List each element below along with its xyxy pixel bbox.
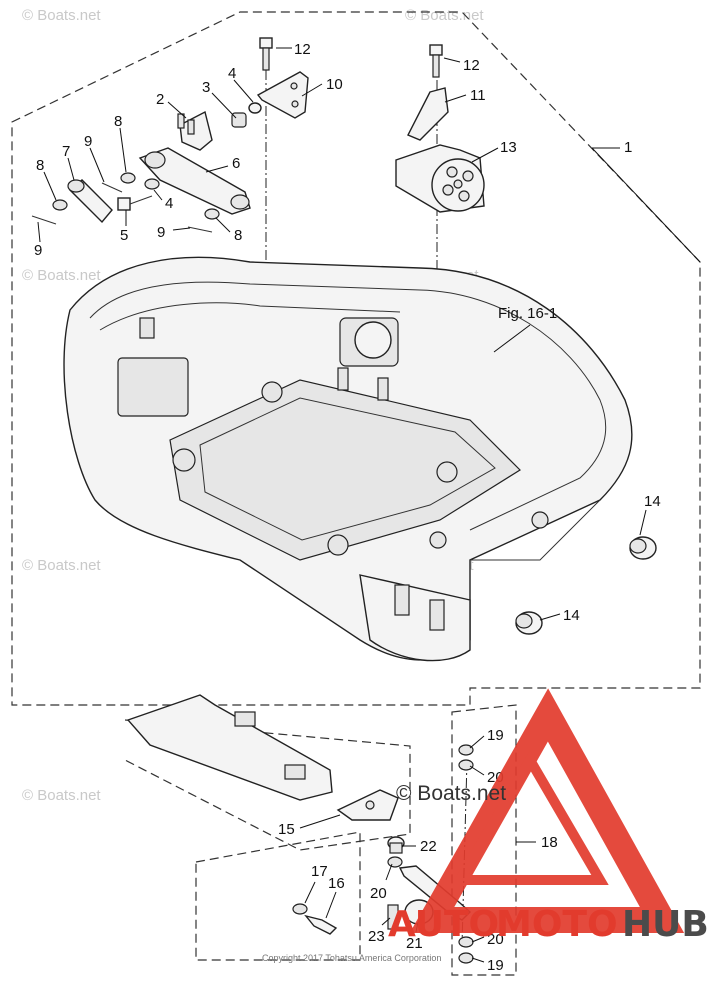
callout-12-top: 12 bbox=[294, 41, 311, 58]
callout-11: 11 bbox=[470, 87, 486, 104]
brand-logo bbox=[409, 688, 685, 933]
callout-6: 6 bbox=[232, 155, 240, 172]
callout-9-bottom: 9 bbox=[157, 224, 165, 241]
watermark-5: © Boats.net bbox=[22, 557, 101, 574]
callout-23: 23 bbox=[368, 928, 385, 945]
grommets bbox=[515, 536, 657, 635]
callout-14-lower: 14 bbox=[563, 607, 580, 624]
watermark-7: © Boats.net bbox=[22, 787, 101, 804]
callout-18: 18 bbox=[541, 834, 558, 851]
brand-wordmark: AUTO MOTO HUB bbox=[388, 904, 709, 945]
callout-9-left: 9 bbox=[34, 242, 42, 259]
group-boundary-main bbox=[11, 11, 701, 706]
callout-14-upper: 14 bbox=[644, 493, 661, 510]
callout-16: 16 bbox=[328, 875, 345, 892]
group-boundary-link bbox=[451, 704, 517, 976]
callout-12-right: 12 bbox=[463, 57, 480, 74]
callout-4-top: 4 bbox=[228, 65, 236, 82]
brand-word-auto: AUTO bbox=[388, 904, 499, 945]
bottom-cowling bbox=[63, 256, 633, 662]
callout-19-bottom: 19 bbox=[487, 957, 504, 974]
callout-4-mid: 4 bbox=[165, 195, 173, 212]
callout-15: 15 bbox=[278, 821, 295, 838]
brand-word-moto: MOTO bbox=[496, 904, 618, 945]
callout-10: 10 bbox=[326, 76, 343, 93]
watermark-3: © Boats.net bbox=[22, 267, 101, 284]
leader-lines bbox=[37, 47, 701, 963]
callout-3: 3 bbox=[202, 79, 210, 96]
copyright-notice: Copyright 2017 Tohatsu America Corporati… bbox=[262, 953, 441, 963]
callout-8-bottom: 8 bbox=[234, 227, 242, 244]
callout-13: 13 bbox=[500, 139, 517, 156]
brand-word-hub: HUB bbox=[622, 904, 709, 945]
callout-9-upper: 9 bbox=[84, 133, 92, 150]
callout-17: 17 bbox=[311, 863, 328, 880]
callout-2: 2 bbox=[156, 91, 164, 108]
callout-7: 7 bbox=[62, 143, 70, 160]
group-boundary-lower bbox=[195, 831, 361, 961]
callout-1: 1 bbox=[624, 139, 632, 156]
group-boundary-bracket bbox=[124, 719, 411, 851]
callout-8-left: 8 bbox=[36, 157, 44, 174]
callout-21: 21 bbox=[406, 935, 423, 952]
bracket-15 bbox=[126, 694, 399, 821]
callout-8-upper: 8 bbox=[114, 113, 122, 130]
callout-22: 22 bbox=[420, 838, 437, 855]
watermark-large: © Boats.net bbox=[396, 782, 506, 805]
callout-5: 5 bbox=[120, 227, 128, 244]
figure-reference: Fig. 16-1 bbox=[498, 305, 557, 322]
callout-20-bottom: 20 bbox=[487, 931, 504, 948]
watermark-2: © Boats.net bbox=[405, 7, 484, 24]
watermark-1: © Boats.net bbox=[22, 7, 101, 24]
callouts: 12 10 4 3 2 8 9 7 8 6 4 5 9 9 8 12 11 13… bbox=[34, 41, 661, 974]
callout-20-left: 20 bbox=[370, 885, 387, 902]
callout-19-top: 19 bbox=[487, 727, 504, 744]
upper-right-assembly bbox=[395, 44, 485, 213]
upper-linkage bbox=[31, 37, 309, 233]
